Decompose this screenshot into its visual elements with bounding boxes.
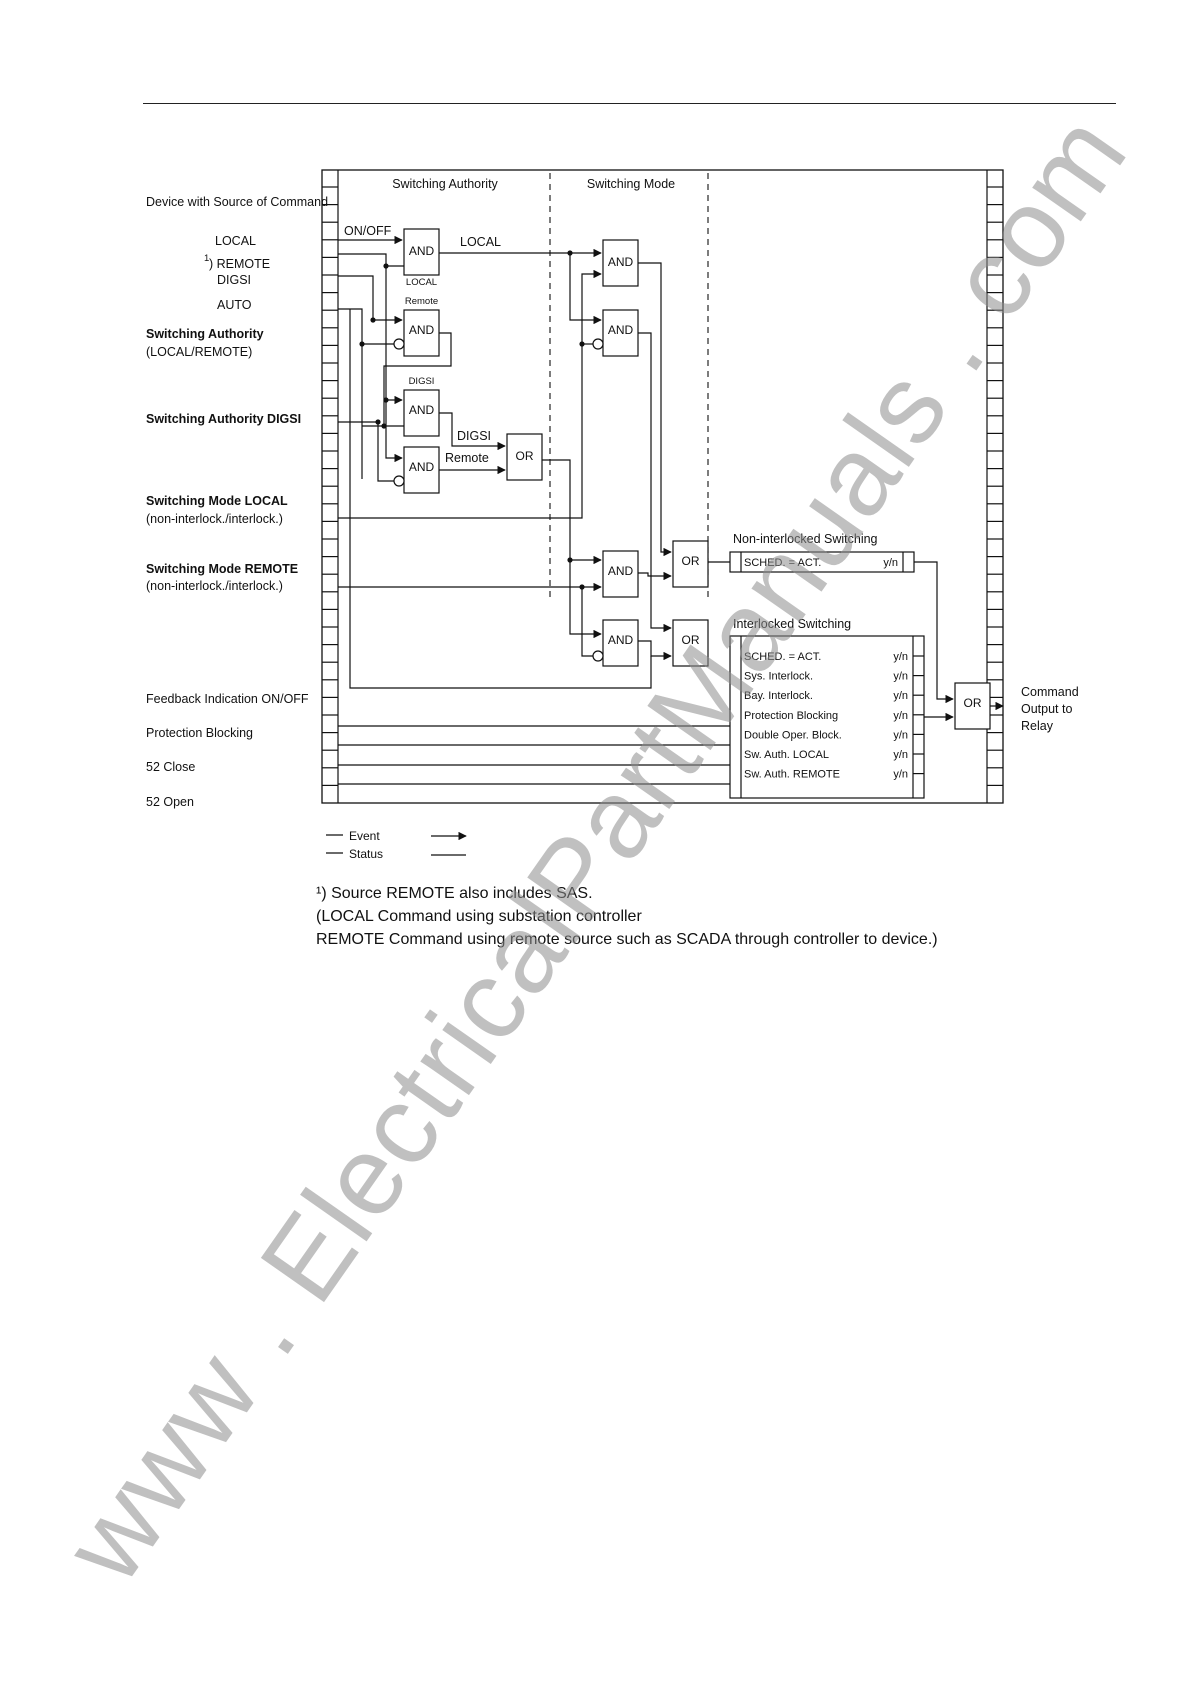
authority-junctions (359, 263, 389, 429)
and-gate-remote-label: AND (409, 323, 435, 337)
and-gate-mode-remote-2-inverter (592, 650, 604, 662)
and-gate-mode-local-2 (602, 309, 639, 357)
and-gate-mode-local-2-inverter (592, 338, 604, 350)
switching-logic-diagram: Switching Authority Switching Mode Devic… (146, 169, 1079, 861)
wire-label-on-off: ON/OFF (344, 224, 392, 238)
or-gate-command-output-label: OR (964, 696, 982, 710)
footnote-line-3: REMOTE Command using remote source such … (316, 931, 938, 948)
label-device-source: Device with Source of Command (146, 195, 328, 209)
interlock-row-yn: y/n (893, 690, 908, 702)
and-gate-digsi-label: AND (409, 403, 435, 417)
interlock-row-yn: y/n (893, 710, 908, 722)
footnote-line-2: (LOCAL Command using substation controll… (316, 908, 642, 925)
footnote: ¹) Source REMOTE also includes SAS. (LOC… (316, 882, 938, 951)
and-gate-local-label: AND (409, 244, 435, 258)
interlock-row-yn: y/n (893, 769, 908, 781)
section-switching-authority: Switching Authority (392, 177, 498, 191)
and-gate-mode-local-2-label: AND (608, 323, 634, 337)
output-label-line1: Command (1021, 685, 1079, 699)
wire-label-remote: Remote (445, 451, 489, 465)
or-gate-remote-source (506, 433, 543, 481)
non-interlocked-row: SCHED. = ACT. (744, 557, 821, 569)
non-interlocked-yn: y/n (883, 557, 898, 569)
wire-label-local: LOCAL (460, 235, 501, 249)
interlock-row-label: Sw. Auth. LOCAL (744, 749, 829, 761)
and-gate-digsi-sublabel: DIGSI (409, 376, 435, 387)
and-gate-remote-sublabel: Remote (405, 296, 438, 307)
label-digsi: DIGSI (217, 273, 251, 287)
or-gate-interlocked (672, 619, 709, 667)
and-gate-mode-remote-2-label: AND (608, 633, 634, 647)
or-gate-remote-source-label: OR (516, 449, 534, 463)
wire-label-digsi: DIGSI (457, 429, 491, 443)
and-gate-mode-local-1 (602, 239, 639, 287)
label-switching-mode-local-sub: (non-interlock./interlock.) (146, 512, 283, 526)
and-gate-mode-remote-1 (602, 550, 639, 598)
frame-ticks (322, 186, 1003, 787)
and-gate-remote (403, 309, 440, 357)
label-switching-authority: Switching Authority (146, 327, 264, 341)
interlock-row-label: Sys. Interlock. (744, 671, 813, 683)
interlock-row-yn: y/n (893, 749, 908, 761)
section-switching-mode: Switching Mode (587, 177, 675, 191)
interlock-row-label: SCHED. = ACT. (744, 651, 821, 663)
non-interlocked-title: Non-interlocked Switching (733, 532, 878, 546)
output-label-line3: Relay (1021, 719, 1054, 733)
label-remote: ) REMOTE (209, 257, 270, 271)
and-gate-remote-nodigsi-inverter (393, 475, 405, 487)
interlock-row-yn: y/n (893, 651, 908, 663)
interlock-row-label: Bay. Interlock. (744, 690, 813, 702)
interlocked-title: Interlocked Switching (733, 617, 851, 631)
header-rule (143, 103, 1116, 104)
and-gate-mode-remote-2 (602, 619, 639, 667)
interlock-row-yn: y/n (893, 729, 908, 741)
label-local: LOCAL (215, 234, 256, 248)
or-gate-non-interlocked (672, 540, 709, 588)
output-wiring (914, 561, 1004, 722)
and-gate-mode-local-1-label: AND (608, 255, 634, 269)
and-gate-remote-nodigsi-label: AND (409, 460, 435, 474)
status-wiring (338, 725, 730, 785)
and-gate-remote-inverter (393, 338, 405, 350)
interlock-row-yn: y/n (893, 671, 908, 683)
mode-junctions (567, 250, 585, 590)
label-52-close: 52 Close (146, 760, 195, 774)
interlock-row-label: Sw. Auth. REMOTE (744, 769, 840, 781)
label-switching-authority-sub: (LOCAL/REMOTE) (146, 345, 252, 359)
or-gate-interlocked-label: OR (682, 633, 700, 647)
legend-event-label: Event (349, 829, 380, 843)
label-protection-blocking: Protection Blocking (146, 726, 253, 740)
label-switching-authority-digsi: Switching Authority DIGSI (146, 412, 301, 426)
label-remote-sup: 1 (204, 253, 209, 264)
interlock-row-label: Protection Blocking (744, 710, 838, 722)
mode-wiring (338, 248, 672, 689)
and-gate-digsi (403, 389, 440, 437)
label-switching-mode-remote: Switching Mode REMOTE (146, 562, 298, 576)
footnote-line-1: ¹) Source REMOTE also includes SAS. (316, 885, 593, 902)
output-label-line2: Output to (1021, 702, 1072, 716)
and-gate-mode-remote-1-label: AND (608, 564, 634, 578)
interlock-row-label: Double Oper. Block. (744, 729, 842, 741)
legend-status-label: Status (349, 847, 383, 861)
and-gate-local-sublabel: LOCAL (406, 277, 437, 288)
or-gate-non-interlocked-label: OR (682, 554, 700, 568)
label-52-open: 52 Open (146, 795, 194, 809)
and-gate-local (403, 228, 440, 276)
label-auto: AUTO (217, 298, 252, 312)
interlocked-block (729, 635, 925, 799)
or-gate-command-output (954, 682, 991, 730)
and-gate-remote-nodigsi (403, 446, 440, 494)
label-feedback-indication: Feedback Indication ON/OFF (146, 692, 309, 706)
label-switching-mode-local: Switching Mode LOCAL (146, 494, 288, 508)
label-switching-mode-remote-sub: (non-interlock./interlock.) (146, 579, 283, 593)
